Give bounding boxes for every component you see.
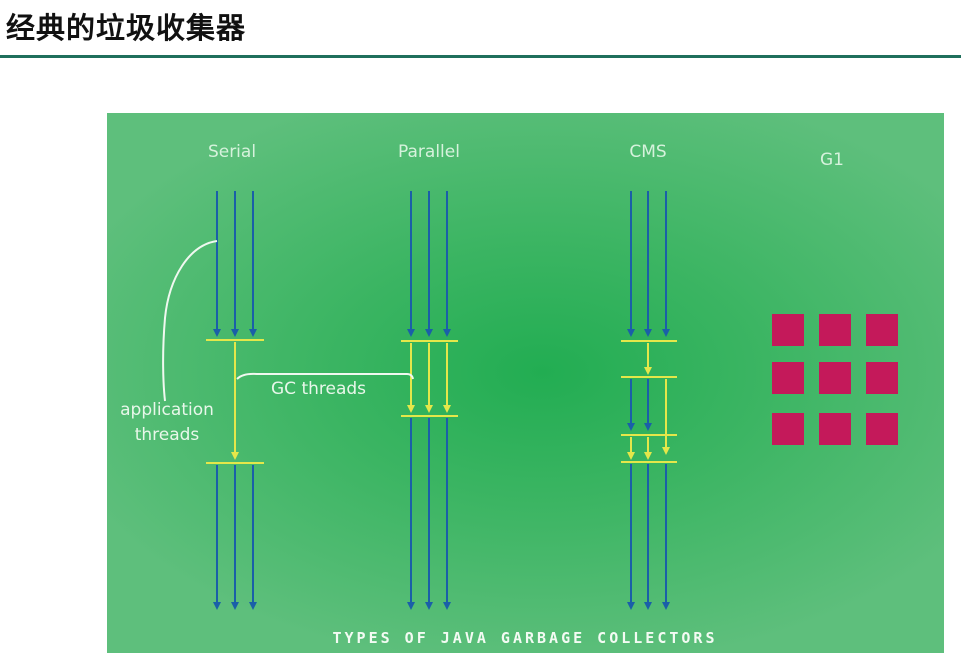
g1-region-grid [772,314,898,445]
g1-region [772,362,804,394]
g1-region [819,362,851,394]
slide-title: 经典的垃圾收集器 [6,11,247,45]
gc-types-diagram: Serial Parallel CMS G1 [107,113,944,653]
application-threads-label-line1: application [120,400,214,420]
title-divider [0,55,961,58]
g1-region [866,413,898,445]
g1-region [866,314,898,346]
application-threads-callout-line [162,240,218,402]
column-label-g1: G1 [820,150,844,170]
g1-region [819,413,851,445]
parallel-gc-threads [407,343,451,413]
column-label-parallel: Parallel [398,142,460,162]
serial-app-threads-top [213,191,257,337]
column-label-cms: CMS [629,142,666,162]
g1-region [772,314,804,346]
cms-concurrent-phase [627,379,670,455]
serial-app-threads-bottom [213,465,257,610]
parallel-app-threads-top [407,191,451,337]
cms-remark-threads [627,437,652,460]
column-label-serial: Serial [208,142,256,162]
cms-collector [621,191,677,610]
gc-threads-label: GC threads [271,379,366,399]
g1-region [866,362,898,394]
serial-collector [206,191,264,610]
g1-region [772,413,804,445]
parallel-app-threads-bottom [407,418,451,610]
gc-threads-callout-line [236,372,414,380]
diagram-footer-caption: TYPES OF JAVA GARBAGE COLLECTORS [333,629,718,647]
g1-region [819,314,851,346]
application-threads-label-line2: threads [135,425,200,445]
cms-app-threads-bottom [627,464,670,610]
gc-diagram-canvas: Serial Parallel CMS G1 [120,142,898,647]
parallel-collector [401,191,458,610]
cms-app-threads-top [627,191,670,337]
